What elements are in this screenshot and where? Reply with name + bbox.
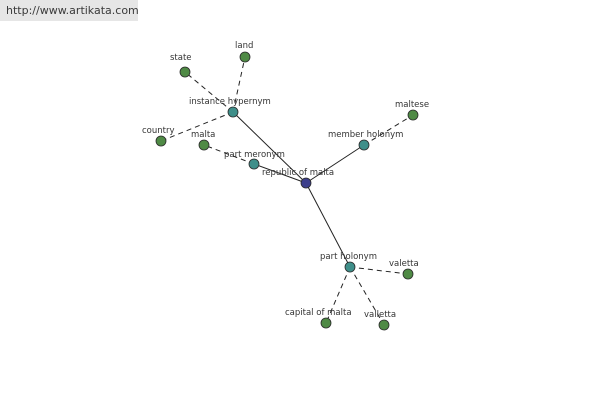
leaf-label-valletta: valletta: [364, 310, 396, 320]
relation-label-part-holonym: part holonym: [320, 252, 377, 262]
leaf-node-capital-of-malta[interactable]: [320, 317, 332, 329]
leaf-label-valetta: valetta: [389, 259, 419, 269]
relation-label-part-meronym: part meronym: [224, 150, 285, 160]
leaf-node-maltese[interactable]: [407, 109, 419, 121]
relation-label-member-holonym: member holonym: [328, 130, 403, 140]
leaf-label-state: state: [170, 53, 192, 63]
edge-part-holonym-valletta: [349, 266, 385, 326]
graph-edges: [160, 56, 414, 326]
edge-part-holonym-capital-of-malta: [325, 266, 351, 324]
leaf-label-country: country: [142, 126, 175, 136]
edge-root-member-holonym: [305, 144, 365, 184]
relation-node-part-meronym[interactable]: [248, 158, 260, 170]
source-url-banner[interactable]: http://www.artikata.com: [0, 0, 139, 21]
leaf-label-malta: malta: [191, 130, 215, 140]
relation-node-part-holonym[interactable]: [344, 261, 356, 273]
edge-instance-hypernym-state: [184, 71, 234, 113]
root-node-republic-of-malta[interactable]: [300, 177, 312, 189]
edge-part-holonym-valetta: [349, 266, 409, 275]
graph-nodes: [155, 51, 419, 331]
relation-label-instance-hypernym: instance hypernym: [189, 97, 271, 107]
leaf-node-country[interactable]: [155, 135, 167, 147]
leaf-node-valletta[interactable]: [378, 319, 390, 331]
edge-member-holonym-maltese: [363, 114, 414, 146]
edge-root-instance-hypernym: [232, 111, 307, 184]
leaf-label-maltese: maltese: [395, 100, 429, 110]
root-node-label: republic of malta: [262, 168, 334, 178]
edge-instance-hypernym-country: [160, 111, 234, 142]
edge-root-part-meronym: [253, 163, 307, 184]
relation-node-member-holonym[interactable]: [358, 139, 370, 151]
leaf-node-valetta[interactable]: [402, 268, 414, 280]
leaf-node-malta[interactable]: [198, 139, 210, 151]
leaf-label-land: land: [235, 41, 253, 51]
leaf-label-capital-of-malta: capital of malta: [285, 308, 352, 318]
edge-root-part-holonym: [305, 182, 351, 268]
edge-instance-hypernym-land: [232, 56, 246, 113]
leaf-node-state[interactable]: [179, 66, 191, 78]
leaf-node-land[interactable]: [239, 51, 251, 63]
relation-node-instance-hypernym[interactable]: [227, 106, 239, 118]
graph-labels: republic of malta instance hypernym member…: [142, 41, 429, 320]
